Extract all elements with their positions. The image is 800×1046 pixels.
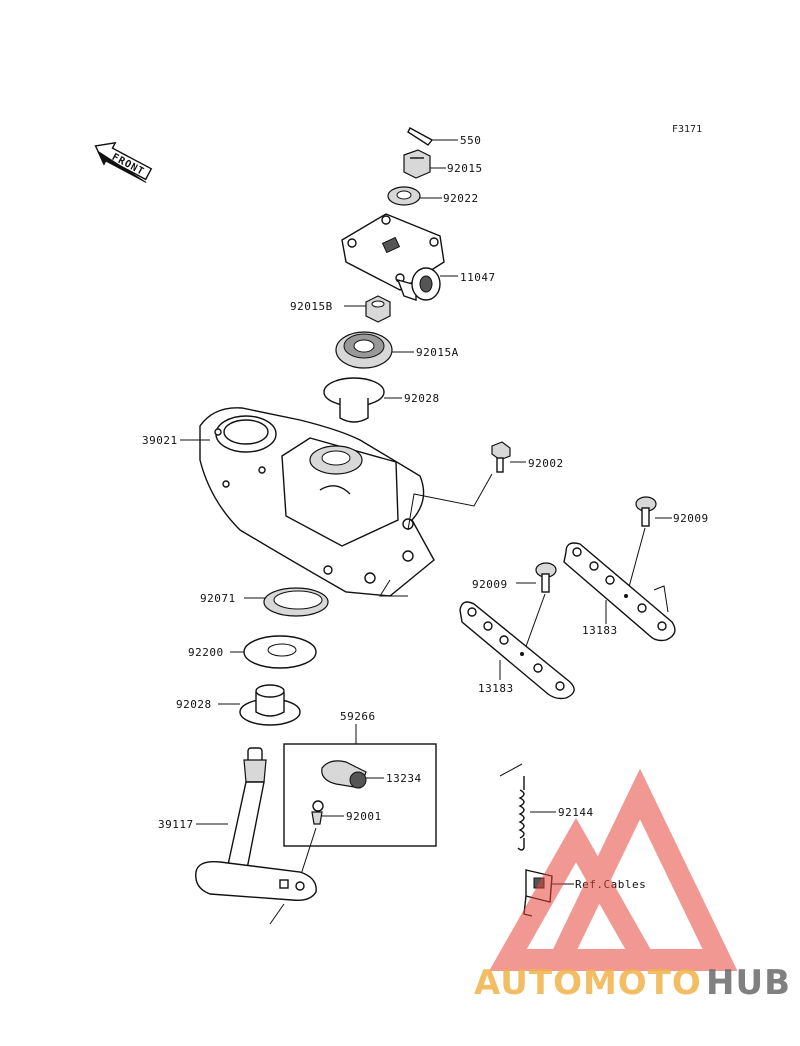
label-92015a: 92015A	[416, 346, 459, 359]
label-13183-left: 13183	[478, 682, 514, 695]
plate-13183-left	[459, 601, 575, 700]
bracket-11047	[341, 213, 458, 301]
screw-92001	[295, 800, 344, 891]
spring-92144	[499, 763, 556, 851]
label-550: 550	[460, 134, 481, 147]
washer-92200	[230, 635, 317, 669]
label-92022: 92022	[443, 192, 479, 205]
bushing-92028-top	[323, 377, 402, 423]
seal-92071	[244, 579, 408, 617]
label-92009-right: 92009	[673, 512, 709, 525]
screw-92009-right	[625, 496, 672, 599]
cotter-pin-550	[407, 127, 458, 146]
nut-92015b	[344, 295, 391, 323]
label-92009-mid: 92009	[472, 578, 508, 591]
watermark-logo	[489, 768, 738, 971]
washer-92022	[387, 186, 442, 206]
label-92015b: 92015B	[290, 300, 333, 313]
label-92028-top: 92028	[404, 392, 440, 405]
plate-13183-right	[563, 542, 676, 642]
label-92144: 92144	[558, 806, 594, 819]
bushing-92028-bottom	[218, 684, 301, 726]
figure-number: F3171	[672, 124, 702, 135]
lock-nut-92015a	[335, 331, 414, 369]
front-arrow-icon: FRONT	[94, 141, 153, 183]
label-92002: 92002	[528, 457, 564, 470]
label-92028-bottom: 92028	[176, 698, 212, 711]
label-13234: 13234	[386, 772, 422, 785]
label-92071: 92071	[200, 592, 236, 605]
label-92015: 92015	[447, 162, 483, 175]
screw-92009-mid	[516, 562, 557, 653]
steering-housing-39021	[180, 407, 435, 597]
label-59266: 59266	[340, 710, 376, 723]
label-13183-right: 13183	[582, 624, 618, 637]
watermark-text-hub: HUB	[706, 963, 791, 1003]
label-39021: 39021	[142, 434, 178, 447]
watermark-text-auto: AUTOMOTO	[474, 963, 702, 1003]
label-39117: 39117	[158, 818, 194, 831]
castle-nut-92015	[403, 149, 446, 179]
label-92001: 92001	[346, 810, 382, 823]
steering-shaft-39117	[195, 747, 317, 925]
plug-13234	[321, 760, 384, 789]
label-11047: 11047	[460, 271, 496, 284]
label-92200: 92200	[188, 646, 224, 659]
watermark-text: AUTOMOTO HUB	[474, 963, 791, 1003]
bolt-92002	[407, 441, 526, 531]
kit-box-59266	[283, 724, 437, 847]
